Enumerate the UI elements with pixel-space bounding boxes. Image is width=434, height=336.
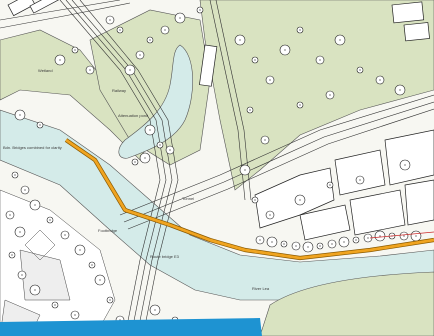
tree-trunk [49,219,51,221]
tree-trunk [359,69,361,71]
tree-trunk [329,94,331,96]
tree-trunk [329,184,331,186]
label-north-bank: Wetland [38,68,53,73]
tree-trunk [79,249,81,251]
trees [5,6,422,335]
tree-trunk [415,235,417,237]
tree-trunk [239,39,241,41]
label-attenuation-pond: Attenuation pond [118,113,148,118]
tree-trunk [269,79,271,81]
route-accent-east [369,231,434,239]
tree-trunk [149,129,151,131]
blue-banner [0,318,262,336]
tree-trunk [343,241,345,243]
tree-trunk [74,49,76,51]
tree-trunk [319,59,321,61]
tree-trunk [19,114,21,116]
tree-trunk [34,204,36,206]
tree-trunk [355,239,357,241]
tree-trunk [249,109,251,111]
tree-trunk [299,104,301,106]
tree-trunk [154,309,156,311]
label-footbridge: Footbridge [98,228,118,233]
tree-trunk [403,235,405,237]
tree-trunk [9,214,11,216]
label-bridge-note: Bdn. Bridges combined for clarity [3,145,62,150]
tree-trunk [74,314,76,316]
tree-trunk [19,231,21,233]
label-tunnel: Tunnel [182,196,194,201]
tree-trunk [339,39,341,41]
tree-trunk [283,243,285,245]
attenuation-pond [118,44,193,159]
tree-trunk [299,199,301,201]
tree-trunk [21,274,23,276]
tree-trunk [399,89,401,91]
tree-trunk [54,304,56,306]
building-block-east [199,1,434,241]
tree-trunk [359,179,361,181]
tree-trunk [11,254,13,256]
tree-trunk [271,241,273,243]
tree-trunk [169,149,171,151]
label-river-lea: River Lea [252,286,270,291]
proposed-route-fill [65,138,434,260]
tree-trunk [109,19,111,21]
tree-trunk [164,29,166,31]
tree-trunk [59,59,61,61]
tree-trunk [91,264,93,266]
tree-trunk [404,164,406,166]
label-railway: Railway [112,88,126,93]
building-northwest [7,0,61,17]
tree-trunk [99,279,101,281]
tree-trunk [319,245,321,247]
tree-trunk [254,199,256,201]
tree-trunk [89,69,91,71]
tree-trunk [269,214,271,216]
tree-trunk [264,139,266,141]
tree-trunk [254,59,256,61]
tree-trunk [39,124,41,126]
label-route-bridge: Route bridge E3 [150,254,180,259]
tree-trunk [244,169,246,171]
tree-trunk [159,144,161,146]
tree-trunk [149,39,151,41]
green-embankment-north [0,29,151,161]
tree-trunk [299,29,301,31]
tree-trunk [295,245,297,247]
tree-trunk [144,157,146,159]
tree-trunk [129,69,131,71]
tree-trunk [367,237,369,239]
tree-trunk [64,234,66,236]
tree-trunk [284,49,286,51]
tree-trunk [199,9,201,11]
tree-trunk [331,243,333,245]
tree-trunk [379,79,381,81]
tree-trunk [307,246,309,248]
tree-trunk [34,289,36,291]
tree-trunk [109,299,111,301]
tree-trunk [179,17,181,19]
tree-trunk [259,239,261,241]
tree-trunk [134,161,136,163]
tree-trunk [139,54,141,56]
tree-trunk [24,189,26,191]
tree-trunk [14,174,16,176]
tree-trunk [379,235,381,237]
tree-trunk [119,29,121,31]
